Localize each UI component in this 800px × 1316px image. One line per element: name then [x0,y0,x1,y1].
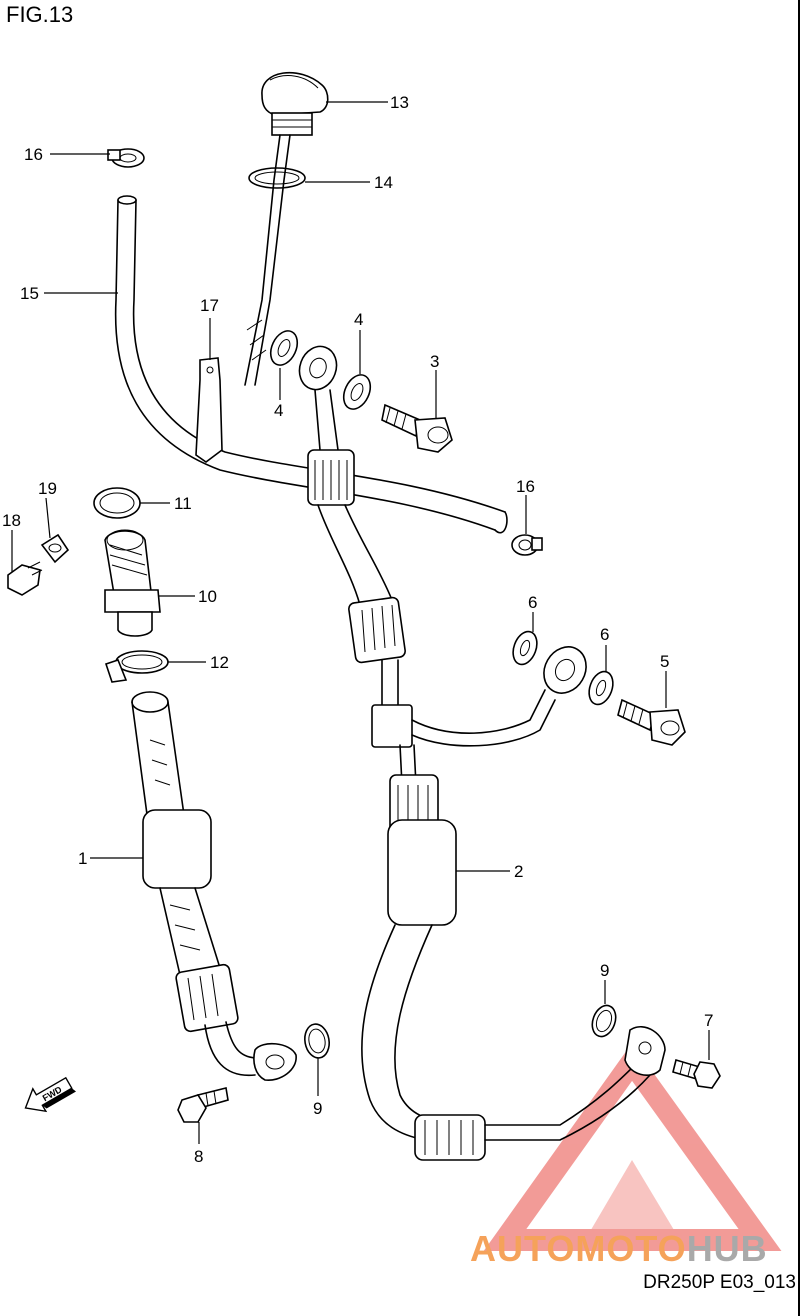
page-border [798,0,800,1316]
figure-title: FIG.13 [6,2,74,27]
forward-arrow-icon: FWD [24,1076,77,1113]
part-12-clamp [104,650,169,683]
part-16-clip-right [511,534,543,556]
part-13-filler-cap [244,71,329,386]
part-9-o-ring-left [304,1023,330,1059]
part-5-union-bolt [617,698,686,746]
part-2-oil-hose [298,345,666,1161]
figure-code: DR250P E03_013 [643,1272,796,1293]
callout-labels: 16 13 14 15 17 4 4 3 16 11 19 18 10 12 6… [2,93,713,1166]
part-4-washer-left [269,330,299,366]
callout-18: 18 [2,511,21,530]
watermark-part-hub: HUB [686,1228,768,1269]
part-6-washer-left [512,630,538,666]
callout-10: 10 [198,587,217,606]
part-15-breather-hose [114,195,508,534]
part-6-washer-right [588,670,614,706]
callout-15: 15 [20,284,39,303]
callout-19: 19 [38,479,57,498]
callout-6-left: 6 [528,593,537,612]
callout-16-top: 16 [24,145,43,164]
callout-7: 7 [704,1011,713,1030]
part-4-washer-right [342,374,372,410]
callout-9-left: 9 [313,1099,322,1118]
callout-11: 11 [174,494,192,513]
callout-3: 3 [430,352,439,371]
watermark-part-auto: AUTO [470,1228,576,1269]
callout-6-right: 6 [600,625,609,644]
callout-8: 8 [194,1147,203,1166]
part-7-bolt [672,1058,721,1089]
callout-14: 14 [374,173,393,192]
part-3-union-bolt [381,403,453,453]
part-18-drain-plug [7,561,43,596]
part-9-o-ring-right [591,1004,617,1038]
callout-13: 13 [390,93,409,112]
callout-5: 5 [660,652,669,671]
callout-2: 2 [514,862,523,881]
callout-1: 1 [78,849,87,868]
callout-16-right: 16 [516,477,535,496]
part-11-o-ring [93,487,141,519]
part-16-clip-top [107,148,145,168]
callout-17: 17 [200,296,219,315]
callout-4-left: 4 [274,401,283,420]
part-17-bracket [195,357,223,463]
callout-4-right: 4 [354,310,363,329]
part-14-o-ring [248,167,306,189]
part-1-oil-hose [131,691,297,1081]
callout-9-right: 9 [600,961,609,980]
part-19-washer [40,533,70,564]
watermark-brand: AUTOMOTOHUB [470,1228,768,1270]
watermark-logo-icon [483,1043,782,1251]
part-8-bolt [177,1087,229,1123]
part-10-fitting [104,529,161,637]
callout-12: 12 [210,653,229,672]
watermark-part-moto: MOTO [575,1228,687,1269]
leader-lines [11,101,710,1144]
